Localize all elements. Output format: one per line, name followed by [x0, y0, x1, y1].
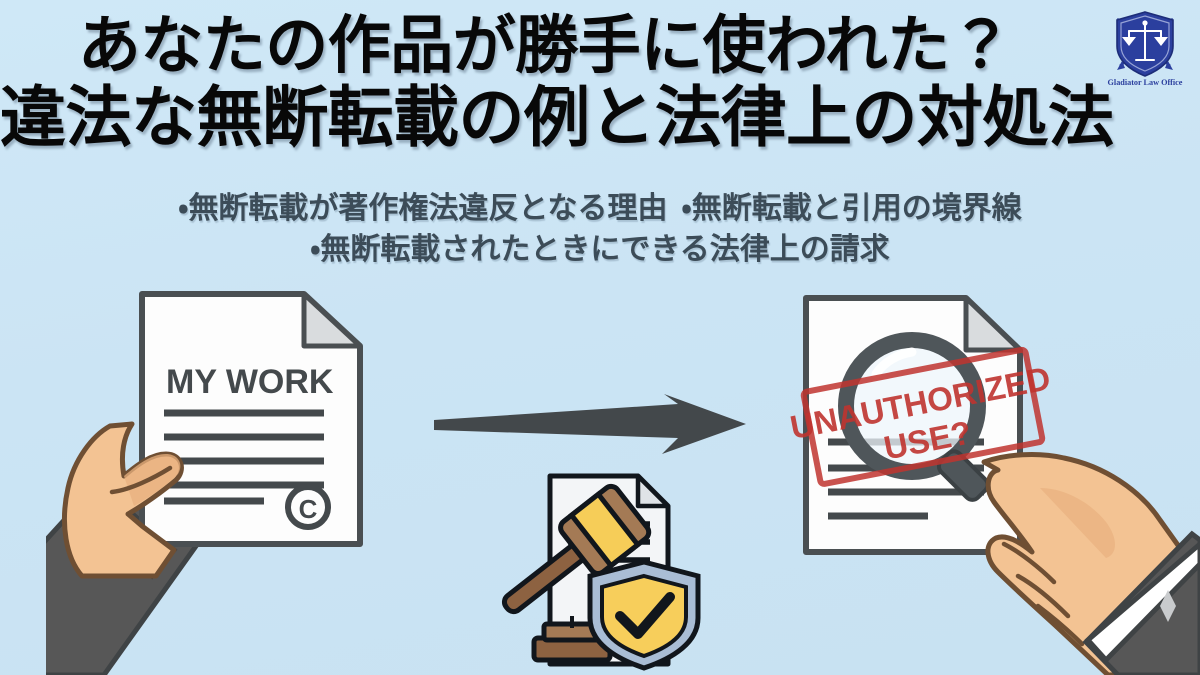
original-work-document: MY WORK C — [139, 291, 363, 547]
subtitle-list: ・無断転載が著作権法違反となる理由・無断転載と引用の境界線 ・無断転載されたとき… — [0, 188, 1200, 271]
title-line-1: あなたの作品が勝手に使われた？ — [77, 11, 1013, 81]
subtitle-bullet: ・ — [681, 192, 692, 225]
cufflink-icon — [1160, 590, 1176, 622]
document-body-lines — [164, 409, 324, 505]
magnifier-icon — [838, 332, 990, 502]
subtitle-bullet: ・ — [310, 233, 321, 267]
copyright-icon: C — [285, 484, 331, 530]
hand-left — [61, 421, 184, 579]
subtitle-item-3: 無断転載されたときにできる法律上の請求 — [320, 233, 890, 267]
subtitle-item-1: 無断転載が著作権法違反となる理由 — [188, 192, 668, 225]
subtitle-bullet: ・ — [178, 192, 189, 225]
shield-with-checkmark-icon — [587, 559, 701, 671]
suit-sleeve-right — [1082, 530, 1200, 675]
page-title: あなたの作品が勝手に使われた？ 違法な無断転載の例と法律上の対処法 — [0, 11, 1114, 155]
subtitle-item-2: 無断転載と引用の境界線 — [691, 192, 1022, 225]
hand-with-magnifier-inspecting-copied-document: UNAUTHORIZED USE? — [788, 276, 1200, 675]
subtitle-line-1: ・無断転載が著作権法違反となる理由・無断転載と引用の境界線 — [0, 188, 1200, 229]
document-title-text: MY WORK — [166, 363, 334, 401]
title-line-2: 違法な無断転載の例と法律上の対処法 — [0, 80, 1114, 155]
svg-text:C: C — [299, 494, 318, 524]
legal-protection-icon-group — [492, 466, 708, 675]
gladiator-law-office-logo: Gladiator Law Office — [1098, 4, 1192, 90]
hand-holding-original-work-document: MY WORK C — [46, 276, 406, 675]
gavel — [501, 483, 652, 615]
logo-text: Gladiator Law Office — [1108, 78, 1183, 87]
right-arrow — [432, 392, 748, 458]
subtitle-line-2: ・無断転載されたときにできる法律上の請求 — [0, 229, 1200, 270]
